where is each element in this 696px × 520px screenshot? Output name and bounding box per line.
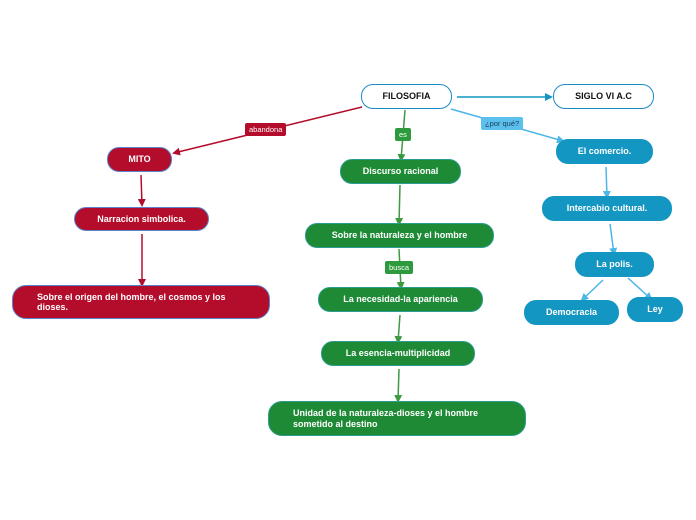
link-label-es: es (395, 128, 411, 141)
edge-esencia-unidad (394, 368, 403, 403)
edge-comercio-intercambio (602, 166, 611, 199)
node-ley[interactable]: Ley (627, 297, 683, 322)
edge-polis-democracia (580, 279, 604, 302)
node-naturaleza-hombre[interactable]: Sobre la naturaleza y el hombre (305, 223, 494, 248)
edge-polis-ley (627, 277, 653, 301)
node-mito[interactable]: MITO (107, 147, 172, 172)
link-label-busca: busca (385, 261, 414, 274)
node-siglo-vi[interactable]: SIGLO VI A.C (553, 84, 654, 109)
node-origen[interactable]: Sobre el origen del hombre, el cosmos y … (12, 285, 270, 319)
node-democracia[interactable]: Democracia (524, 300, 619, 325)
edge-intercambio-polis (609, 223, 618, 256)
node-discurso-racional[interactable]: Discurso racional (340, 159, 461, 184)
node-filosofia[interactable]: FILOSOFIA (361, 84, 452, 109)
node-unidad[interactable]: Unidad de la naturaleza-dioses y el homb… (268, 401, 526, 436)
node-necesidad-apariencia[interactable]: La necesidad-la apariencia (318, 287, 483, 312)
node-intercambio-cultural[interactable]: Intercabio cultural. (542, 196, 672, 221)
node-polis[interactable]: La polis. (575, 252, 654, 277)
link-label-abandona: abandona (245, 123, 287, 136)
edge-discurso-naturaleza (395, 184, 404, 226)
edge-mito-narracion (137, 174, 146, 207)
edge-necesidad-esencia (394, 314, 403, 344)
link-label-por-que: ¿por qué? (481, 117, 524, 130)
node-narracion-simbolica[interactable]: Narracion simbolica. (74, 207, 209, 231)
node-esencia-multiplicidad[interactable]: La esencia-multiplicidad (321, 341, 475, 366)
node-comercio[interactable]: El comercio. (556, 139, 653, 164)
